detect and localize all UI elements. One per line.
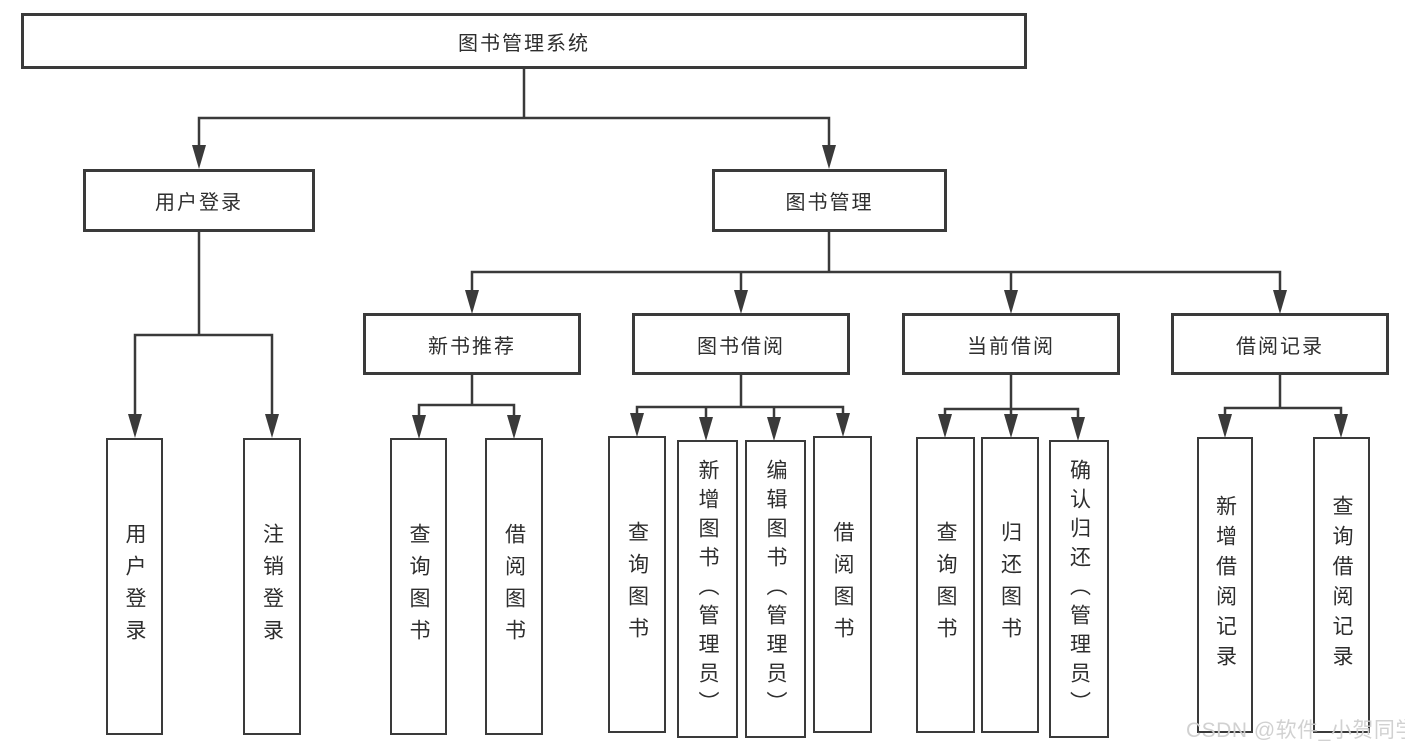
node-book-borrow: 图书借阅	[632, 313, 850, 375]
leaf-logout: 注销登录	[243, 438, 301, 735]
node-root-system: 图书管理系统	[21, 13, 1027, 69]
node-user-login: 用户登录	[83, 169, 315, 232]
node-book-management: 图书管理	[712, 169, 947, 232]
arrowheads	[128, 145, 1348, 441]
node-current-borrow: 当前借阅	[902, 313, 1120, 375]
leaf-current-confirm-return-admin: 确认归还（管理员）	[1049, 440, 1109, 738]
leaf-borrow-edit-books-admin: 编辑图书（管理员）	[745, 440, 806, 738]
leaf-borrow-add-books-admin: 新增图书（管理员）	[677, 440, 738, 738]
leaf-borrow-query-books: 查询图书	[608, 436, 666, 733]
leaf-records-add-record: 新增借阅记录	[1197, 437, 1253, 733]
leaf-current-query-books: 查询图书	[916, 437, 975, 733]
leaf-recommend-query-books: 查询图书	[390, 438, 447, 735]
leaf-user-login: 用户登录	[106, 438, 163, 735]
node-borrow-records: 借阅记录	[1171, 313, 1389, 375]
leaf-records-query-record: 查询借阅记录	[1313, 437, 1370, 733]
node-new-book-recommend: 新书推荐	[363, 313, 581, 375]
leaf-current-return-books: 归还图书	[981, 437, 1039, 733]
leaf-recommend-borrow-books: 借阅图书	[485, 438, 543, 735]
watermark-text: CSDN @软件_小贺同学	[1186, 719, 1405, 742]
leaf-borrow-borrow-books: 借阅图书	[813, 436, 872, 733]
